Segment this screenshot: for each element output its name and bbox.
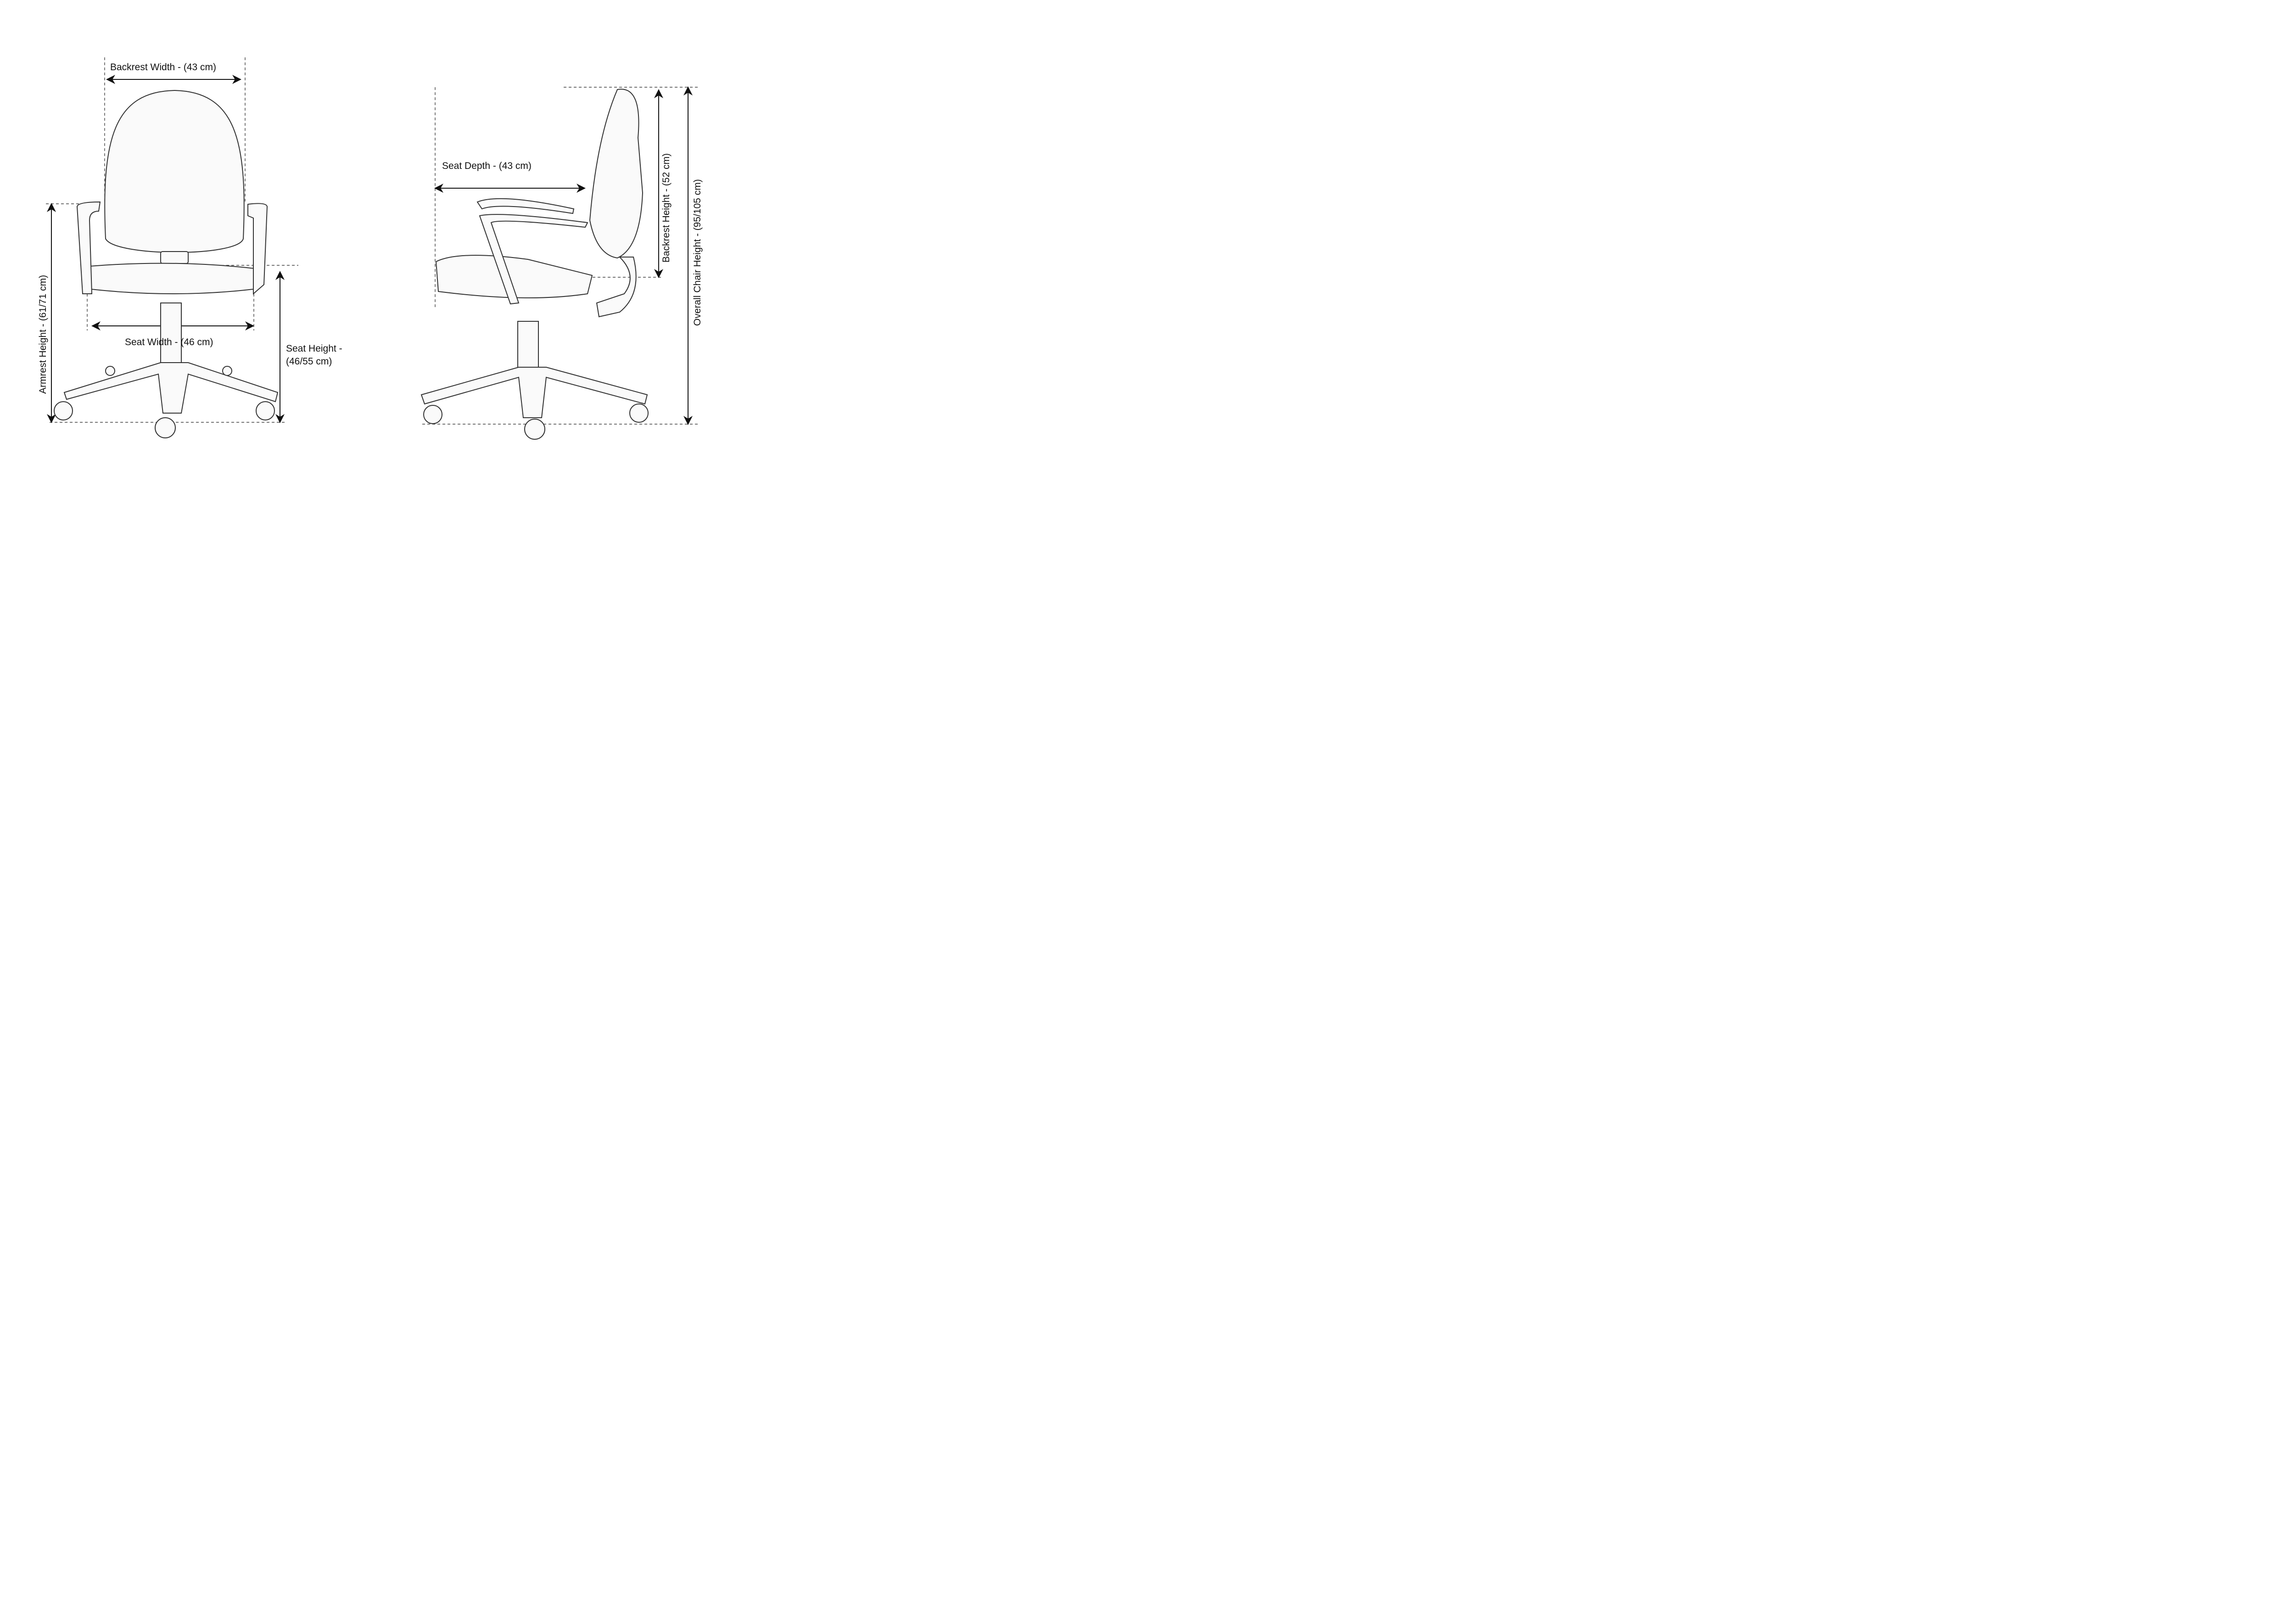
seat-depth-label: Seat Depth - (43 cm) <box>442 161 532 171</box>
front-chair-sketch <box>54 90 279 438</box>
side-chair-sketch <box>420 89 649 440</box>
seat-height-label-line1: Seat Height - <box>286 343 342 354</box>
seat-width-label: Seat Width - (46 cm) <box>125 337 213 347</box>
chair-dimension-drawing <box>46 57 700 440</box>
backrest-height-label: Backrest Height - (52 cm) <box>661 153 672 263</box>
backrest-width-label: Backrest Width - (43 cm) <box>110 62 217 73</box>
armrest-height-label: Armrest Height - (61/71 cm) <box>38 274 48 394</box>
overall-height-label: Overall Chair Height - (95/105 cm) <box>692 179 703 326</box>
seat-height-label-line2: (46/55 cm) <box>286 356 332 367</box>
